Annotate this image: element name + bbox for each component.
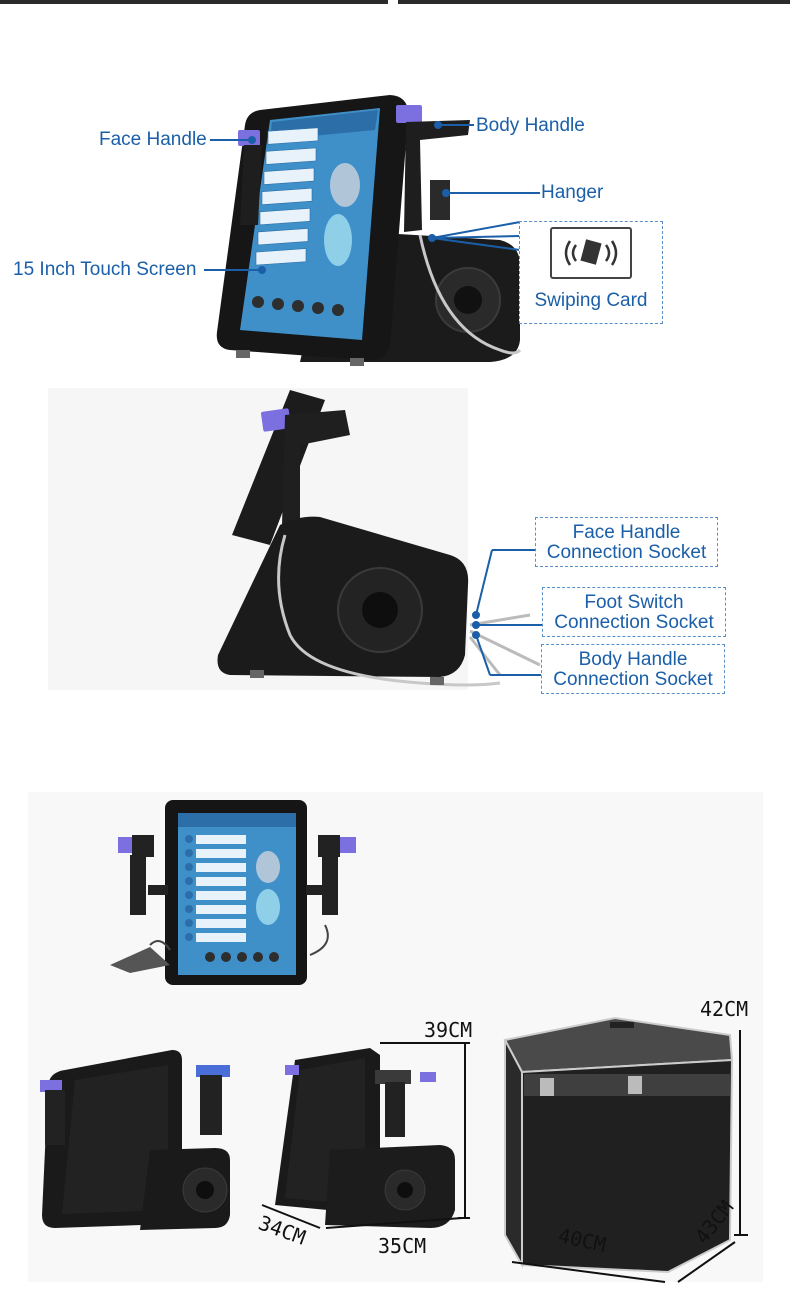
body-socket-line2: Connection Socket	[553, 669, 713, 690]
body-socket-line1: Body Handle	[578, 649, 688, 670]
card-reader-icon	[550, 227, 632, 279]
face-handle-label: Face Handle	[99, 129, 207, 150]
body-handle-socket-box: Body Handle Connection Socket	[541, 644, 725, 694]
foot-socket-line1: Foot Switch	[584, 592, 684, 613]
case-height-label: 42CM	[700, 997, 749, 1021]
device-side-illustration	[217, 390, 544, 687]
face-socket-line1: Face Handle	[572, 522, 681, 543]
machine-height-label: 39CM	[424, 1018, 473, 1042]
top-border	[0, 0, 790, 4]
foot-socket-line2: Connection Socket	[554, 612, 714, 633]
face-handle-socket-box: Face Handle Connection Socket	[535, 517, 718, 567]
machine-width-label: 35CM	[378, 1234, 427, 1258]
face-socket-line2: Connection Socket	[546, 542, 707, 563]
hanger-label: Hanger	[541, 182, 604, 203]
swiping-card-label: Swiping Card	[534, 290, 648, 311]
device-front-illustration	[204, 95, 540, 366]
touch-screen-label: 15 Inch Touch Screen	[13, 259, 197, 280]
foot-switch-socket-box: Foot Switch Connection Socket	[542, 587, 726, 637]
dimension-illustrations	[40, 1016, 748, 1283]
swiping-card-box: Swiping Card	[519, 221, 663, 324]
device-front-handles-illustration	[110, 800, 356, 985]
body-handle-label: Body Handle	[476, 115, 585, 136]
